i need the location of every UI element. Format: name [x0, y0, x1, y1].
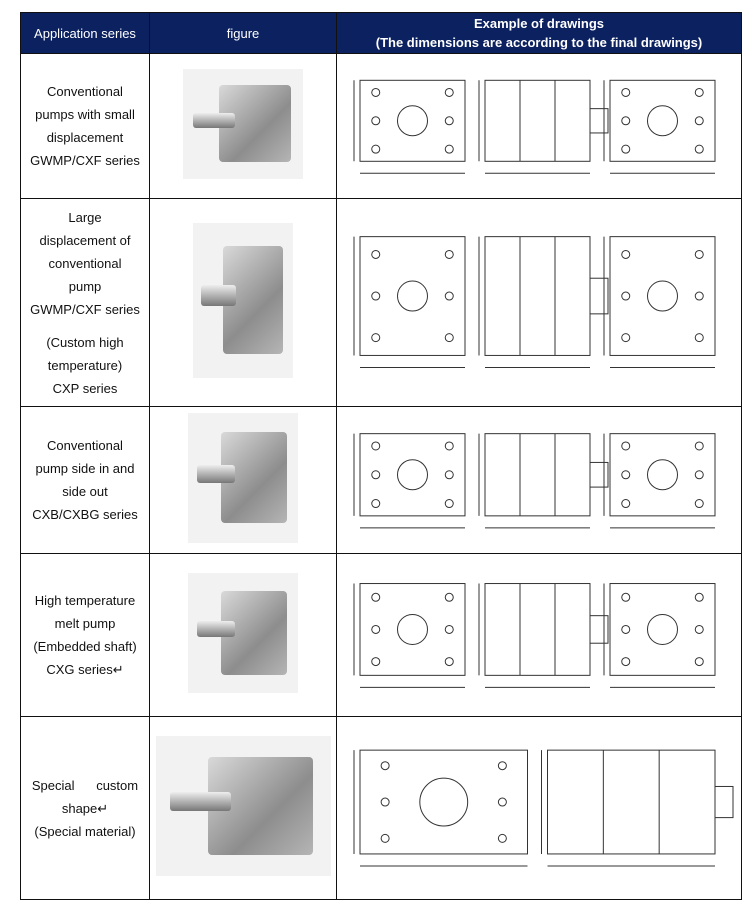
drawing-cell: [336, 53, 742, 199]
series-text: CXP series: [52, 380, 118, 396]
header-row: Application series figure Example of dra…: [20, 12, 742, 54]
pump-photo: [188, 572, 298, 693]
series-text: melt pump: [54, 616, 116, 631]
series-text: Conventional: [47, 438, 123, 453]
series-text: CXG series↵: [46, 662, 124, 677]
series-text: CXB/CXBG series: [32, 507, 138, 522]
drawing-cell: [336, 198, 742, 407]
series-text: displacement: [46, 130, 124, 145]
series-text: Large: [68, 209, 102, 225]
drawing-cell: [336, 406, 742, 554]
technical-drawing: [353, 583, 715, 688]
series-text: Special custom: [31, 777, 139, 793]
series-text: GWMP/CXF series: [30, 301, 140, 317]
header-drawings: Example of drawings (The dimensions are …: [336, 12, 742, 54]
series-text: side out: [62, 484, 108, 499]
table-row: Special custom shape↵ (Special material): [20, 716, 742, 900]
application-series-cell: High temperature melt pump (Embedded shaft…: [20, 553, 150, 717]
series-text: pump side in and: [35, 461, 135, 476]
table-row: High temperature melt pump (Embedded shaft…: [20, 553, 742, 717]
pump-photo: [188, 412, 298, 543]
pump-photo: [155, 735, 331, 876]
figure-cell: [149, 198, 337, 407]
series-text: pumps with small: [35, 107, 135, 122]
drawing-cell: [336, 716, 742, 900]
header-application-series: Application series: [20, 12, 150, 54]
series-text: GWMP/CXF series: [30, 153, 140, 168]
series-text: High temperature: [34, 593, 136, 608]
technical-drawing: [353, 79, 715, 174]
series-text: shape↵: [61, 800, 109, 816]
application-series-cell: Special custom shape↵ (Special material): [20, 716, 150, 900]
figure-cell: [149, 716, 337, 900]
technical-drawing: [353, 749, 733, 867]
series-text: pump: [68, 278, 102, 294]
series-text: (Custom high: [46, 334, 124, 350]
pump-photo: [193, 222, 293, 378]
series-text: Conventional: [47, 84, 123, 99]
application-series-cell: Conventional pumps with small displacement…: [20, 53, 150, 199]
header-figure: figure: [149, 12, 337, 54]
technical-drawing: [353, 433, 715, 529]
series-text: (Special material): [34, 823, 136, 839]
figure-cell: [149, 553, 337, 717]
product-table: Application series figure Example of dra…: [20, 12, 742, 900]
series-text: temperature): [47, 357, 123, 373]
series-text: displacement of: [39, 232, 131, 248]
figure-cell: [149, 406, 337, 554]
header-drawings-title: Example of drawings: [473, 16, 605, 31]
header-drawings-note: (The dimensions are according to the fin…: [375, 35, 703, 50]
figure-cell: [149, 53, 337, 199]
pump-photo: [183, 68, 303, 179]
series-text: (Embedded shaft): [33, 639, 137, 654]
table-row: Conventional pumps with small displacement…: [20, 53, 742, 199]
technical-drawing: [353, 236, 715, 368]
series-text: conventional: [48, 255, 122, 271]
drawing-cell: [336, 553, 742, 717]
